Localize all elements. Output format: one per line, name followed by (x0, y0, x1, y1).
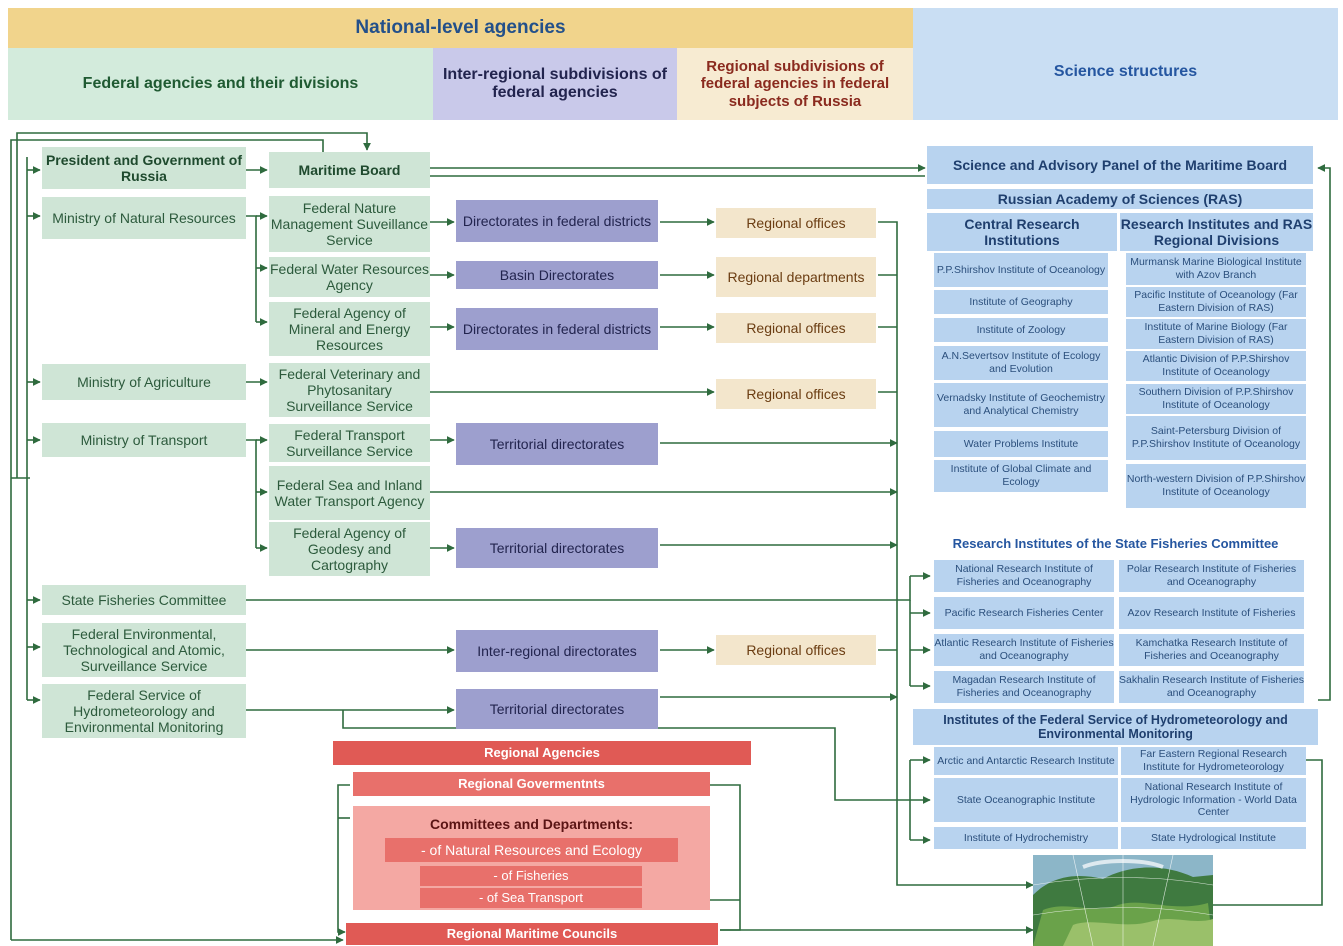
regional-offices-4[interactable]: Regional offices (716, 635, 876, 665)
ras-box[interactable]: Russian Academy of Sciences (RAS) (927, 189, 1313, 209)
hydromet-institute-5[interactable]: Institute of Hydrochemistry (934, 827, 1118, 849)
fisheries-institute-5[interactable]: Atlantic Research Institute of Fisheries… (934, 634, 1114, 666)
central-institute-7[interactable]: Institute of Global Climate and Ecology (934, 460, 1108, 492)
science-band (913, 8, 1338, 120)
ras-division-6[interactable]: Saint-Petersburg Division of P.P.Shirsho… (1126, 416, 1306, 460)
nature-management-service-box[interactable]: Federal Nature Management Suveillance Se… (269, 196, 430, 252)
hydrometeorology-service-box[interactable]: Federal Service of Hydrometeorology and … (42, 684, 246, 738)
regional-governments-box[interactable]: Regional Govermentnts (353, 772, 710, 796)
central-institute-6[interactable]: Water Problems Institute (934, 431, 1108, 457)
water-resources-agency-box[interactable]: Federal Water Resources Agency (269, 257, 430, 297)
hydromet-institute-6[interactable]: State Hydrological Institute (1121, 827, 1306, 849)
inter-regional-directorates[interactable]: Inter-regional directorates (456, 630, 658, 672)
central-institute-1[interactable]: P.P.Shirshov Institute of Oceanology (934, 253, 1108, 287)
regional-offices-1[interactable]: Regional offices (716, 208, 876, 238)
committee-natural-resources[interactable]: - of Natural Resources and Ecology (385, 838, 678, 862)
central-institute-5[interactable]: Vernadsky Institute of Geochemistry and … (934, 383, 1108, 427)
ras-division-4[interactable]: Atlantic Division of P.P.Shirshov Instit… (1126, 351, 1306, 381)
federal-agencies-header: Federal agencies and their divisions (8, 48, 433, 120)
fisheries-institute-7[interactable]: Magadan Research Institute of Fisheries … (934, 671, 1114, 703)
directorates-federal-districts-2[interactable]: Directorates in federal districts (456, 308, 658, 350)
hydromet-institute-3[interactable]: State Oceanographic Institute (934, 778, 1118, 822)
regional-offices-3[interactable]: Regional offices (716, 379, 876, 409)
sea-inland-water-agency-box[interactable]: Federal Sea and Inland Water Transport A… (269, 466, 430, 520)
regional-subdivisions-header: Regional subdivisions of federal agencie… (677, 48, 913, 120)
fisheries-institute-2[interactable]: Polar Research Institute of Fisheries an… (1119, 560, 1304, 592)
ras-division-2[interactable]: Pacific Institute of Oceanology (Far Eas… (1126, 287, 1306, 317)
territorial-directorates-1[interactable]: Territorial directorates (456, 423, 658, 465)
central-institute-2[interactable]: Institute of Geography (934, 290, 1108, 314)
hydromet-institutes-header: Institutes of the Federal Service of Hyd… (913, 709, 1318, 745)
central-research-institutions-header: Central Research Institutions (927, 213, 1117, 251)
ras-division-7[interactable]: North-western Division of P.P.Shirshov I… (1126, 464, 1306, 508)
science-advisory-panel-box[interactable]: Science and Advisory Panel of the Mariti… (927, 146, 1313, 184)
regional-offices-2[interactable]: Regional offices (716, 313, 876, 343)
committee-sea-transport[interactable]: - of Sea Transport (420, 888, 642, 908)
ras-division-5[interactable]: Southern Division of P.P.Shirshov Instit… (1126, 384, 1306, 414)
ministry-natural-resources-box[interactable]: Ministry of Natural Resources (42, 197, 246, 239)
fisheries-institutes-header: Research Institutes of the State Fisheri… (913, 533, 1318, 555)
fisheries-institute-4[interactable]: Azov Research Institute of Fisheries (1119, 597, 1304, 629)
president-government-box[interactable]: President and Government of Russia (42, 147, 246, 189)
veterinary-service-box[interactable]: Federal Veterinary and Phytosanitary Sur… (269, 363, 430, 417)
hydromet-institute-2[interactable]: Far Eastern Regional Research Institute … (1121, 747, 1306, 775)
hydromet-institute-4[interactable]: National Research Institute of Hydrologi… (1121, 778, 1306, 822)
central-institute-3[interactable]: Institute of Zoology (934, 318, 1108, 342)
hydromet-institute-1[interactable]: Arctic and Antarctic Research Institute (934, 747, 1118, 775)
environmental-surveillance-box[interactable]: Federal Environmental, Technological and… (42, 623, 246, 677)
state-fisheries-committee-box[interactable]: State Fisheries Committee (42, 585, 246, 615)
basin-directorates-box[interactable]: Basin Directorates (456, 261, 658, 289)
ras-division-1[interactable]: Murmansk Marine Biological Institute wit… (1126, 253, 1306, 285)
mineral-energy-agency-box[interactable]: Federal Agency of Mineral and Energy Res… (269, 302, 430, 356)
ministry-agriculture-box[interactable]: Ministry of Agriculture (42, 364, 246, 400)
territorial-directorates-2[interactable]: Territorial directorates (456, 528, 658, 568)
regional-agencies-header: Regional Agencies (333, 741, 751, 765)
territorial-directorates-3[interactable]: Territorial directorates (456, 689, 658, 729)
directorates-federal-districts-1[interactable]: Directorates in federal districts (456, 200, 658, 242)
ministry-transport-box[interactable]: Ministry of Transport (42, 423, 246, 457)
ras-divisions-header: Research Institutes and RAS Regional Div… (1120, 213, 1313, 251)
fisheries-institute-1[interactable]: National Research Institute of Fisheries… (934, 560, 1114, 592)
regional-departments[interactable]: Regional departments (716, 257, 876, 297)
inter-regional-header: Inter-regional subdivisions of federal a… (433, 48, 677, 120)
russia-map-icon (1033, 855, 1213, 946)
committee-fisheries[interactable]: - of Fisheries (420, 866, 642, 886)
national-level-header: National-level agencies (8, 8, 913, 48)
science-structures-header: Science structures (1053, 62, 1198, 80)
ras-division-3[interactable]: Institute of Marine Biology (Far Eastern… (1126, 319, 1306, 349)
maritime-board-box[interactable]: Maritime Board (269, 152, 430, 188)
committees-departments-title: Committees and Departments: (429, 815, 634, 832)
fisheries-institute-8[interactable]: Sakhalin Research Institute of Fisheries… (1119, 671, 1304, 703)
regional-maritime-councils-box[interactable]: Regional Maritime Councils (346, 923, 718, 945)
geodesy-cartography-box[interactable]: Federal Agency of Geodesy and Cartograph… (269, 522, 430, 576)
fisheries-institute-3[interactable]: Pacific Research Fisheries Center (934, 597, 1114, 629)
fisheries-institute-6[interactable]: Kamchatka Research Institute of Fisherie… (1119, 634, 1304, 666)
central-institute-4[interactable]: A.N.Severtsov Institute of Ecology and E… (934, 346, 1108, 380)
transport-surveillance-box[interactable]: Federal Transport Surveillance Service (269, 424, 430, 462)
